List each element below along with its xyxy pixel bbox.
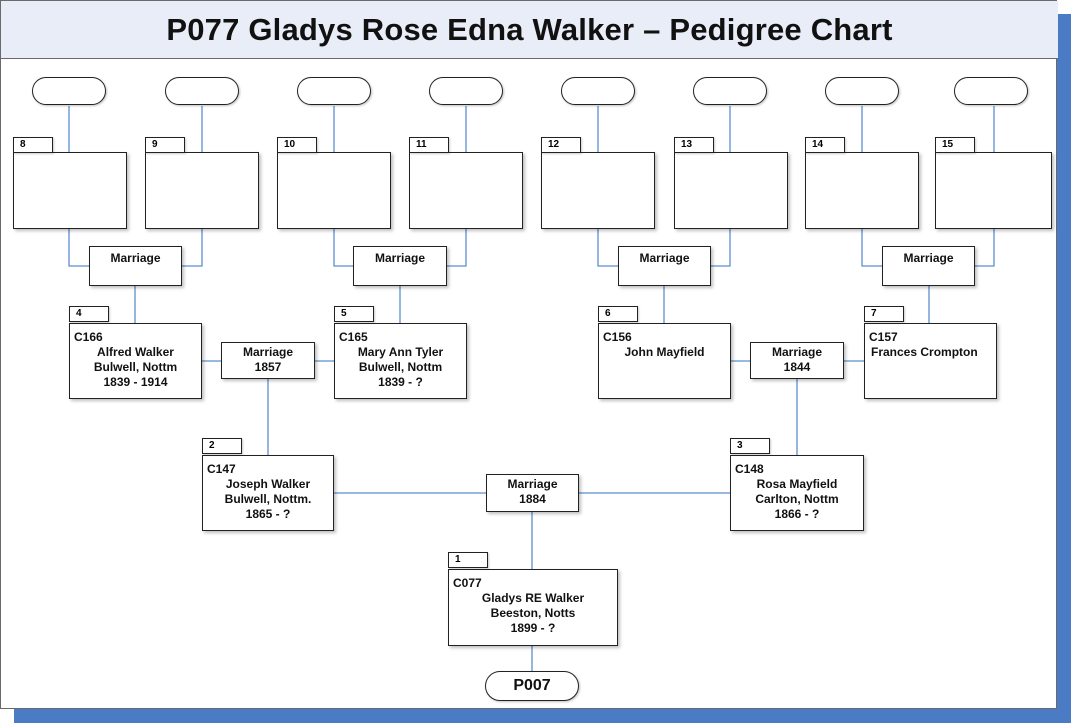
ancestor-number-4: 4 [69,306,109,322]
marriage-year: 1844 [783,360,811,374]
ancestor-number-15: 15 [935,137,975,153]
chart-header: P077 Gladys Rose Edna Walker – Pedigree … [1,1,1058,59]
marriage-label: Marriage [771,345,823,359]
marriage-box-m1[interactable]: Marriage 1884 [486,474,579,512]
parent-link-pill-8[interactable] [32,77,106,105]
ancestor-box-14[interactable] [805,152,919,229]
marriage-box-m3[interactable]: Marriage 1844 [750,342,844,379]
ancestor-name: Mary Ann Tyler [357,345,444,359]
ancestor-details: Frances Crompton [871,345,996,360]
parent-link-pill-12[interactable] [561,77,635,105]
ancestor-number-14: 14 [805,137,845,153]
ancestor-box-9[interactable] [145,152,259,229]
ancestor-code: C148 [735,462,764,476]
ancestor-place: Bulwell, Nottm [93,360,178,374]
ancestor-number-5: 5 [334,306,374,322]
ancestor-place: Carlton, Nottm [755,492,839,506]
ancestor-number-10: 10 [277,137,317,153]
marriage-label: Marriage [374,251,426,265]
parent-link-pill-9[interactable] [165,77,239,105]
parent-link-pill-15[interactable] [954,77,1028,105]
ancestor-dates: 1899 - ? [510,621,556,635]
marriage-box-m6[interactable]: Marriage [618,246,711,286]
marriage-label: Marriage [110,251,161,265]
ancestor-name: Frances Crompton [871,345,978,359]
marriage-label: Marriage [507,477,558,491]
ancestor-box-5[interactable]: C165 Mary Ann Tyler Bulwell, Nottm 1839 … [334,323,467,399]
child-link-pill[interactable]: P007 [485,671,579,701]
marriage-box-m7[interactable]: Marriage [882,246,975,286]
ancestor-name: John Mayfield [624,345,705,359]
chart-title: P077 Gladys Rose Edna Walker – Pedigree … [166,11,893,47]
ancestor-number-3: 3 [730,438,770,454]
ancestor-box-4[interactable]: C166 Alfred Walker Bulwell, Nottm 1839 -… [69,323,202,399]
ancestor-details: Mary Ann Tyler Bulwell, Nottm 1839 - ? [335,345,466,390]
marriage-box-m2[interactable]: Marriage 1857 [221,342,315,379]
marriage-box-m4[interactable]: Marriage [89,246,182,286]
ancestor-name: Gladys RE Walker [481,591,585,605]
ancestor-code: C166 [74,330,103,344]
ancestor-number-2: 2 [202,438,242,454]
ancestor-code: C165 [339,330,368,344]
ancestor-details: John Mayfield [599,345,730,360]
chart-page: P077 Gladys Rose Edna Walker – Pedigree … [0,0,1058,709]
ancestor-box-6[interactable]: C156 John Mayfield [598,323,731,399]
marriage-label: Marriage [639,251,690,265]
parent-link-pill-11[interactable] [429,77,503,105]
ancestor-box-13[interactable] [674,152,788,229]
ancestor-details: Rosa Mayfield Carlton, Nottm 1866 - ? [731,477,863,522]
ancestor-box-3[interactable]: C148 Rosa Mayfield Carlton, Nottm 1866 -… [730,455,864,531]
ancestor-place: Beeston, Notts [490,606,576,620]
ancestor-number-12: 12 [541,137,581,153]
ancestor-dates: 1839 - ? [378,375,423,389]
marriage-year: 1857 [254,360,282,374]
connector-lines [68,106,995,671]
ancestor-code: C147 [207,462,236,476]
ancestor-box-10[interactable] [277,152,391,229]
marriage-label: Marriage [242,345,294,359]
ancestor-box-12[interactable] [541,152,655,229]
marriage-year: 1884 [519,492,546,506]
ancestor-number-8: 8 [13,137,53,153]
parent-link-pill-14[interactable] [825,77,899,105]
ancestor-box-8[interactable] [13,152,127,229]
ancestor-number-9: 9 [145,137,185,153]
ancestor-details: Gladys RE Walker Beeston, Notts 1899 - ? [449,591,617,636]
ancestor-dates: 1865 - ? [245,507,291,521]
ancestor-number-7: 7 [864,306,904,322]
ancestor-box-2[interactable]: C147 Joseph Walker Bulwell, Nottm. 1865 … [202,455,334,531]
ancestor-details: Alfred Walker Bulwell, Nottm 1839 - 1914 [70,345,201,390]
ancestor-name: Joseph Walker [225,477,311,491]
ancestor-number-6: 6 [598,306,638,322]
ancestor-box-11[interactable] [409,152,523,229]
ancestor-dates: 1839 - 1914 [103,375,168,389]
ancestor-number-11: 11 [409,137,449,153]
ancestor-number-13: 13 [674,137,714,153]
ancestor-box-15[interactable] [935,152,1052,229]
ancestor-name: Alfred Walker [97,345,174,359]
ancestor-box-7[interactable]: C157 Frances Crompton [864,323,997,399]
ancestor-box-1[interactable]: C077 Gladys RE Walker Beeston, Notts 189… [448,569,618,646]
ancestor-place: Bulwell, Nottm. [224,492,312,506]
marriage-label: Marriage [903,251,954,265]
ancestor-place: Bulwell, Nottm [358,360,443,374]
parent-link-pill-10[interactable] [297,77,371,105]
marriage-box-m5[interactable]: Marriage [353,246,447,286]
parent-link-pill-13[interactable] [693,77,767,105]
ancestor-name: Rosa Mayfield [756,477,838,491]
ancestor-code: C157 [869,330,898,344]
ancestor-details: Joseph Walker Bulwell, Nottm. 1865 - ? [203,477,333,522]
ancestor-dates: 1866 - ? [774,507,820,521]
ancestor-code: C077 [453,576,482,590]
ancestor-code: C156 [603,330,632,344]
ancestor-number-1: 1 [448,552,488,568]
